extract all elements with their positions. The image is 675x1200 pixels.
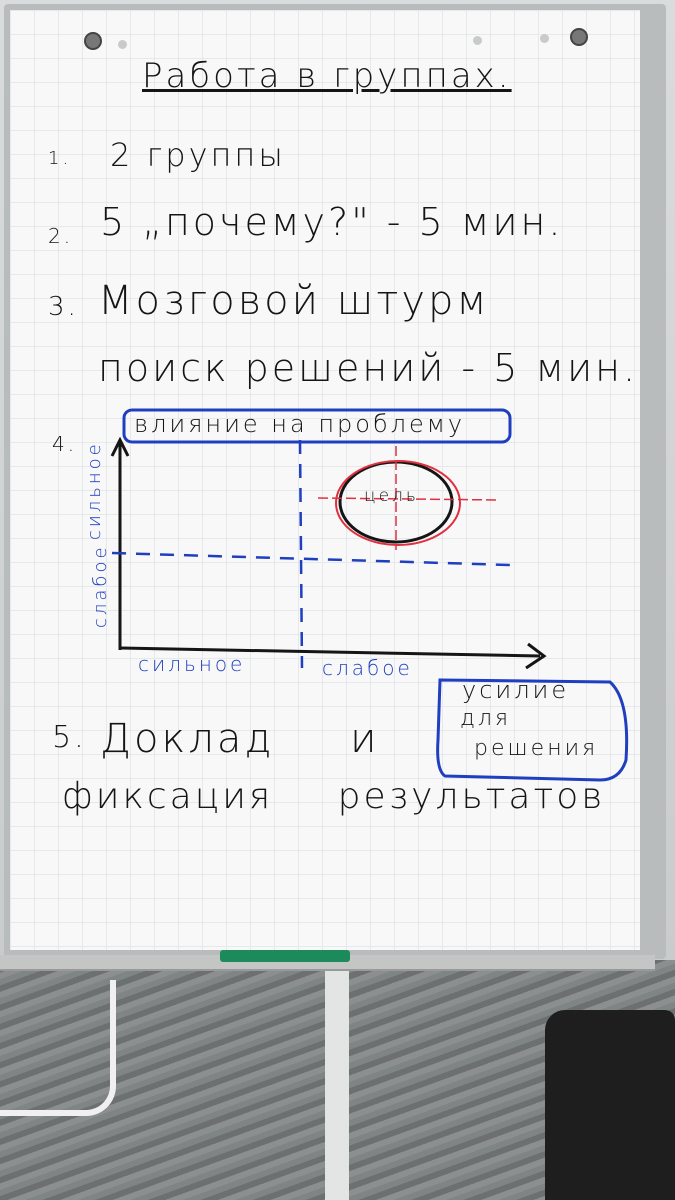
- item-num: 4.: [52, 432, 78, 456]
- item-text: Мозговой штурм: [98, 278, 490, 324]
- item-num: 3.: [48, 292, 79, 322]
- item-text: 2 группы: [110, 136, 286, 174]
- hole: [473, 36, 482, 45]
- vertical-divider: [298, 439, 304, 669]
- page-title: Работа в группах.: [142, 56, 512, 96]
- x-label-weak: слабое: [322, 656, 413, 680]
- chair: [0, 980, 116, 1116]
- flipchart-paper: [10, 10, 640, 950]
- item-num: 2.: [48, 224, 74, 248]
- crosshair-h: [317, 497, 501, 501]
- y-label-strong: сильное: [84, 441, 105, 540]
- horizontal-divider: [111, 551, 511, 567]
- y-axis: [110, 436, 130, 650]
- item-text: 5 „почему?" - 5 мин.: [100, 200, 564, 244]
- item-num: 5.: [52, 720, 87, 755]
- x-axis-title-line2: для: [460, 706, 511, 731]
- x-axis: [119, 642, 547, 670]
- clip-right: [570, 28, 588, 46]
- clip-left: [84, 32, 102, 50]
- marker: [220, 950, 350, 962]
- item-text: Доклад и: [100, 716, 380, 762]
- easel-leg: [325, 970, 349, 1200]
- handbag: [545, 1010, 675, 1200]
- x-label-strong: сильное: [138, 652, 246, 676]
- hole: [118, 40, 127, 49]
- item-num: 1.: [48, 148, 72, 169]
- x-axis-title-box: [436, 678, 629, 782]
- y-axis-title: влияние на проблему: [134, 410, 466, 438]
- y-label-weak: слабое: [90, 544, 111, 628]
- item-text: фиксация результатов: [62, 776, 606, 817]
- marker-tray: [0, 955, 655, 971]
- x-axis-title-line3: решения: [474, 736, 599, 761]
- target-circle-red: [335, 460, 461, 546]
- x-axis-title-line1: усилие: [462, 676, 570, 704]
- target-label: цель: [364, 486, 419, 506]
- matrix-drawing: [110, 408, 629, 782]
- hole: [540, 34, 549, 43]
- item-text: поиск решений - 5 мин.: [98, 346, 639, 390]
- title-box: [122, 408, 512, 444]
